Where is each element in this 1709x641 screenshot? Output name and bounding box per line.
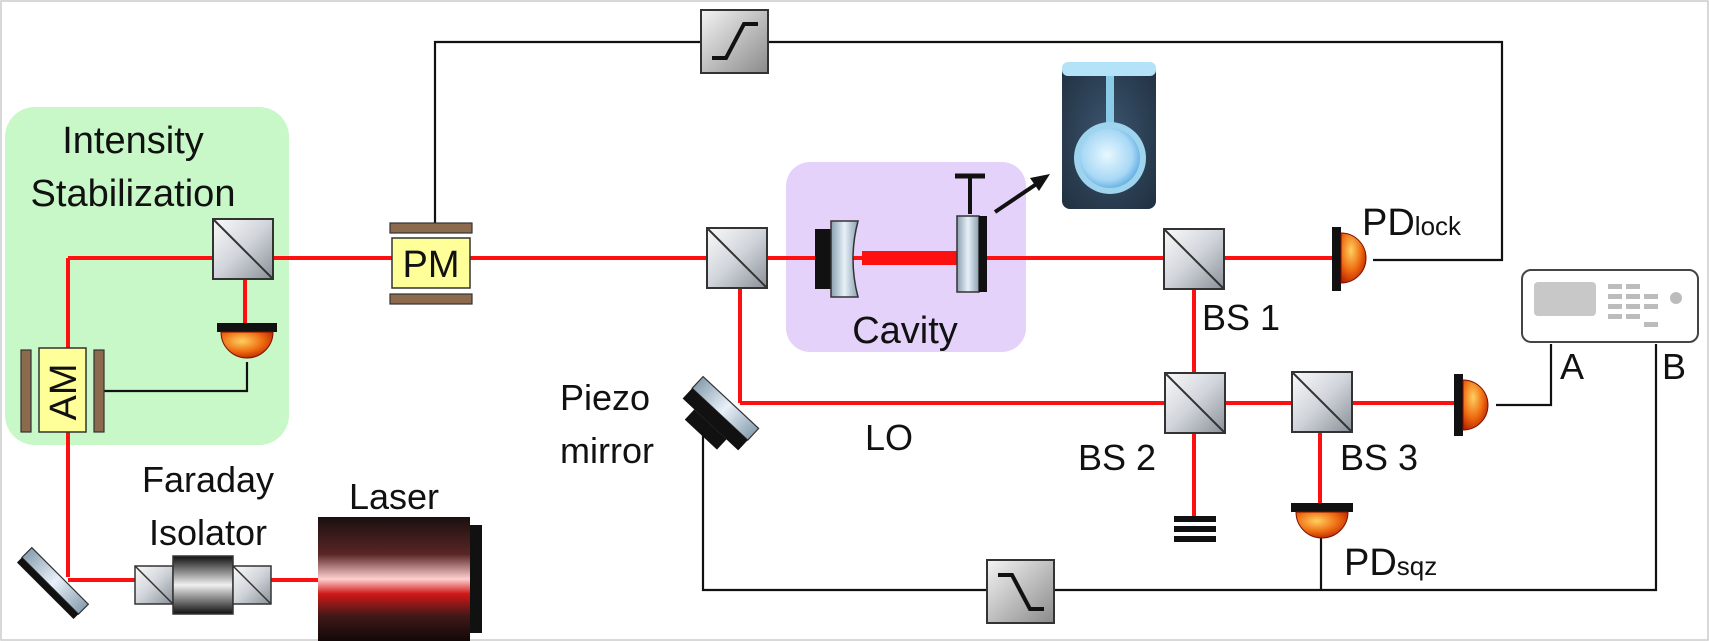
photodetector-homodyne [1454,374,1488,436]
lo-label: LO [865,417,913,458]
pd-sqz-sub: sqz [1397,551,1437,581]
laser-source [318,517,482,641]
faraday-label-line1: Faraday [142,459,274,500]
intensity-label-line2: Stabilization [31,173,236,215]
photodetector-sqz [1291,503,1353,538]
beam-splitter-bs1 [1164,229,1224,289]
intensity-label-line1: Intensity [62,120,204,162]
microresonator-photo [1062,62,1156,209]
beam-splitter-bs2 [1165,373,1225,433]
cavity-label: Cavity [852,310,958,352]
beam-splitter-intensity [213,219,273,279]
pm-label: PM [403,244,460,286]
pd-lock-main: PD [1362,202,1415,244]
faraday-isolator [135,556,271,614]
piezo-label-line1: Piezo [560,377,650,418]
pd-lock-sub: lock [1415,211,1462,241]
low-pass-filter-icon [987,560,1054,623]
fold-mirror [17,548,88,619]
am-label: AM [43,364,85,421]
laser-label: Laser [349,476,439,517]
beam-splitter-main [707,228,767,288]
faraday-label-line2: Isolator [149,512,267,553]
bs3-label: BS 3 [1340,437,1418,478]
photodetector-lock [1332,227,1366,291]
intracavity-beam [862,251,957,265]
spectrum-analyzer-icon [1522,270,1698,342]
beam-dump [1174,516,1216,542]
cavity-input-mirror [815,221,858,297]
beam-splitter-bs3 [1292,372,1352,432]
piezo-label-line2: mirror [560,430,654,471]
pd-sqz-main: PD [1344,542,1397,584]
port-b-label: B [1662,346,1686,387]
port-a-label: A [1560,346,1584,387]
bs1-label: BS 1 [1202,297,1280,338]
high-pass-filter-icon [701,10,768,73]
bs2-label: BS 2 [1078,437,1156,478]
piezo-mirror [673,377,759,461]
pd-sqz-label: PDsqz [1344,542,1437,584]
pd-lock-label: PDlock [1362,202,1462,244]
